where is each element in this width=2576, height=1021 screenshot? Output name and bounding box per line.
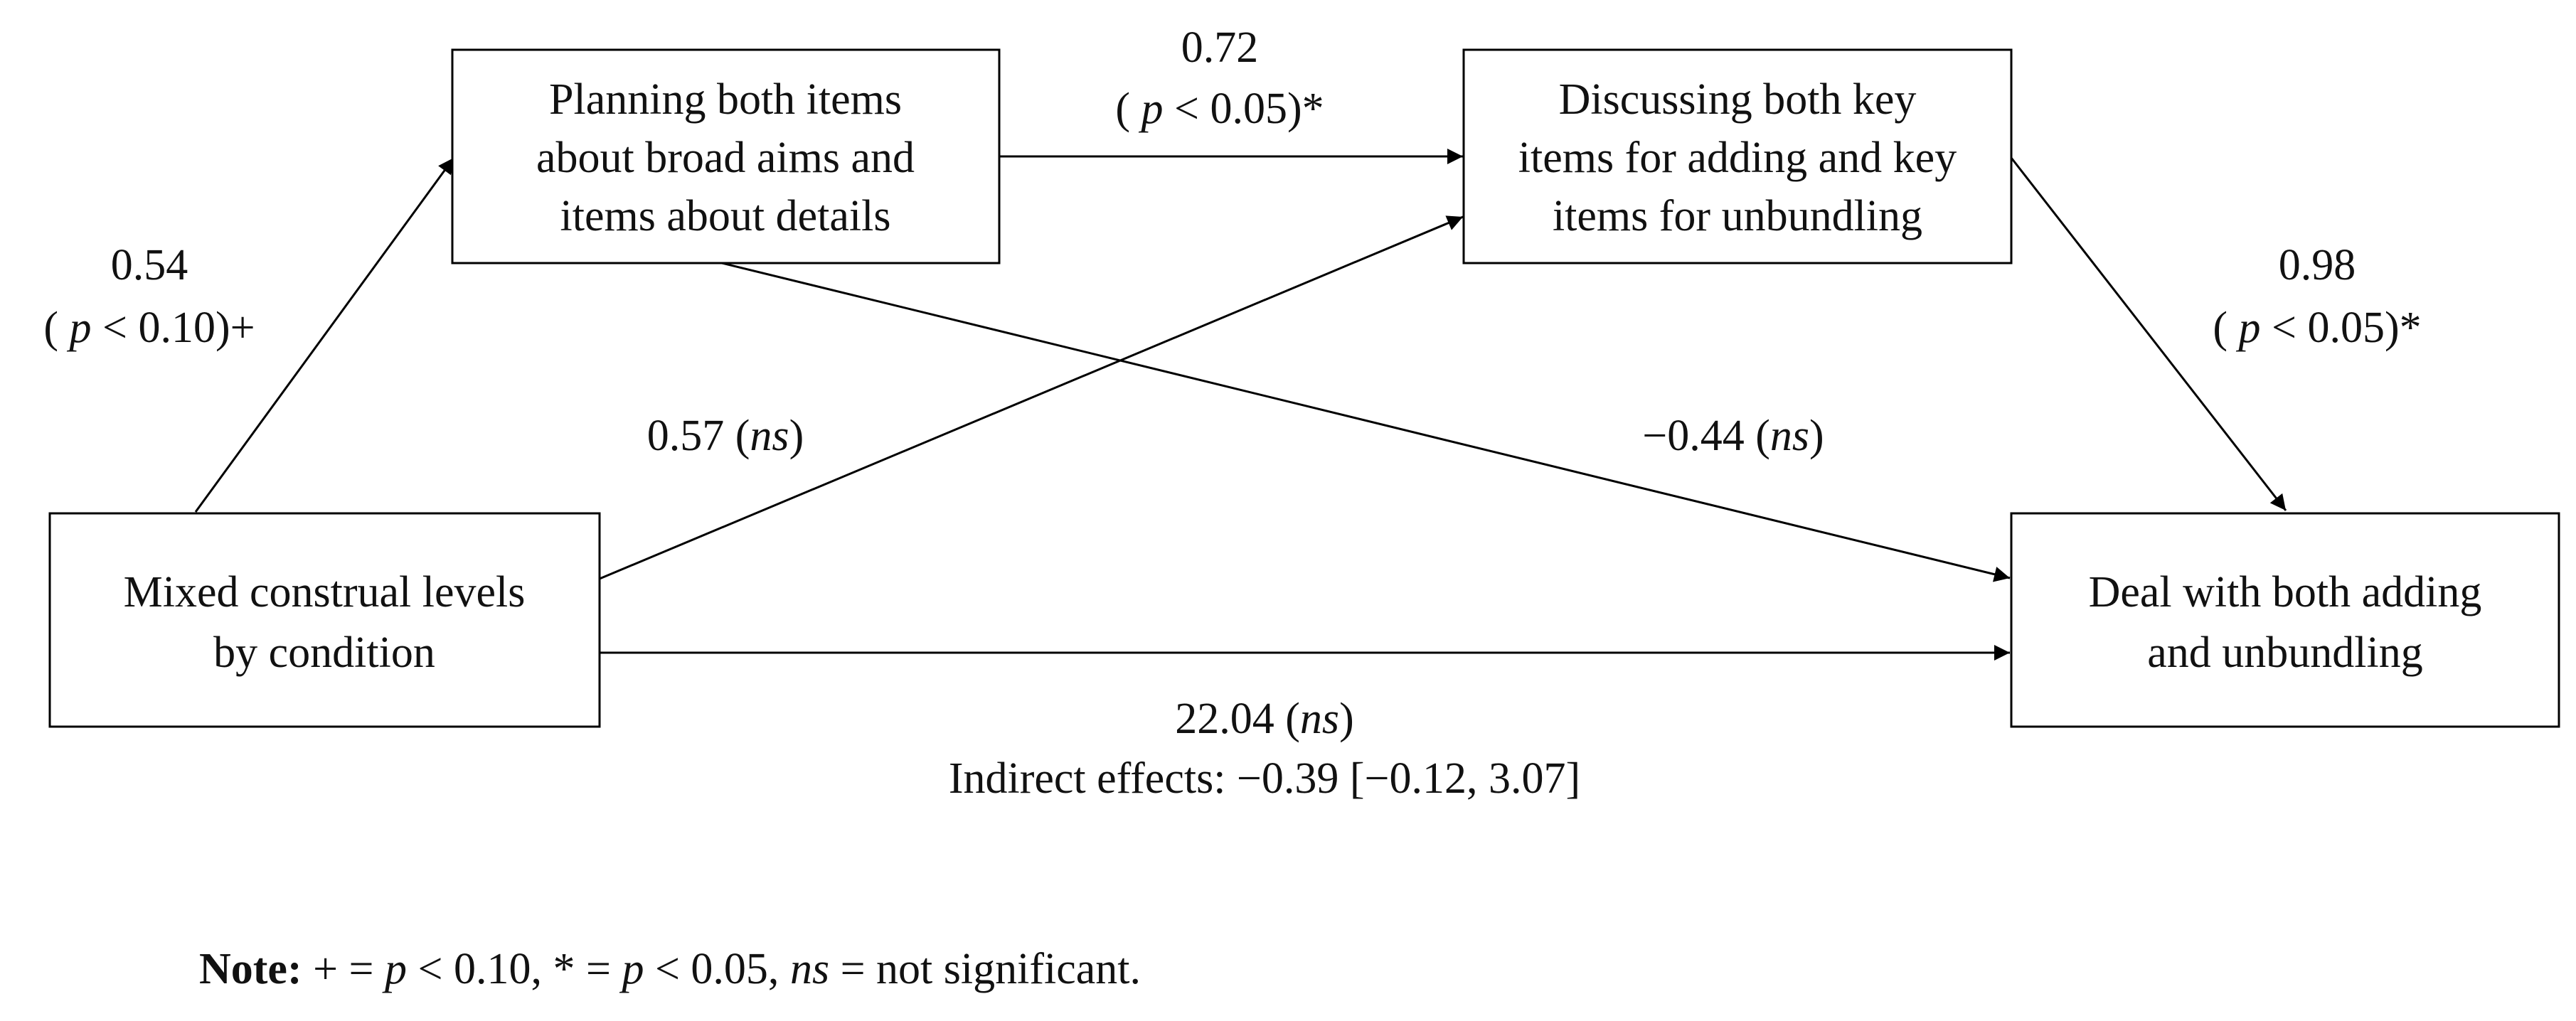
node-discussing: Discussing both key items for adding and… xyxy=(1462,48,2013,264)
node-planning: Planning both items about broad aims and… xyxy=(451,48,1001,264)
arrow-mixed-to-discussing xyxy=(599,215,1464,580)
indirect-effects: Indirect effects: −0.39 [−0.12, 3.07] xyxy=(949,754,1580,803)
node-mixed-construal: Mixed construal levels by condition xyxy=(48,512,601,728)
label-mixed-to-planning: 0.54 ( p < 0.10)+ xyxy=(43,241,255,352)
node-deal-line-1: Deal with both adding xyxy=(2089,568,2482,616)
footnote: Note: + = p < 0.10, * = p < 0.05, ns = n… xyxy=(199,945,1141,993)
coef-mixed-to-deal: 22.04 (ns) xyxy=(1175,695,1353,743)
arrow-discussing-to-deal xyxy=(2010,157,2287,511)
pvalue-discussing-to-deal: ( p < 0.05)* xyxy=(2213,304,2421,352)
node-planning-line-1: Planning both items xyxy=(549,75,902,124)
pvalue-mixed-to-planning: ( p < 0.10)+ xyxy=(43,304,255,352)
node-planning-line-3: items about details xyxy=(560,192,891,240)
node-deal: Deal with both adding and unbundling xyxy=(2010,512,2560,728)
coef-discussing-to-deal: 0.98 xyxy=(2279,241,2356,289)
node-discussing-line-3: items for unbundling xyxy=(1553,192,1922,240)
node-deal-line-2: and unbundling xyxy=(2147,629,2422,677)
coef-mixed-to-discussing: 0.57 (ns) xyxy=(647,412,804,460)
coef-planning-to-deal: −0.44 (ns) xyxy=(1642,412,1824,460)
node-mixed-line-1: Mixed construal levels xyxy=(124,568,526,616)
label-discussing-to-deal: 0.98 ( p < 0.05)* xyxy=(2213,241,2421,352)
coef-planning-to-discussing: 0.72 xyxy=(1181,23,1259,72)
node-discussing-line-2: items for adding and key xyxy=(1518,134,1957,182)
label-planning-to-discussing: 0.72 ( p < 0.05)* xyxy=(1115,23,1324,133)
node-planning-line-2: about broad aims and xyxy=(536,134,915,182)
node-discussing-line-1: Discussing both key xyxy=(1559,75,1917,124)
arrow-mixed-to-planning xyxy=(194,157,455,513)
arrow-planning-to-deal xyxy=(721,262,2011,582)
pvalue-planning-to-discussing: ( p < 0.05)* xyxy=(1115,85,1324,133)
coef-mixed-to-planning: 0.54 xyxy=(111,241,188,289)
node-mixed-line-2: by condition xyxy=(213,629,435,677)
